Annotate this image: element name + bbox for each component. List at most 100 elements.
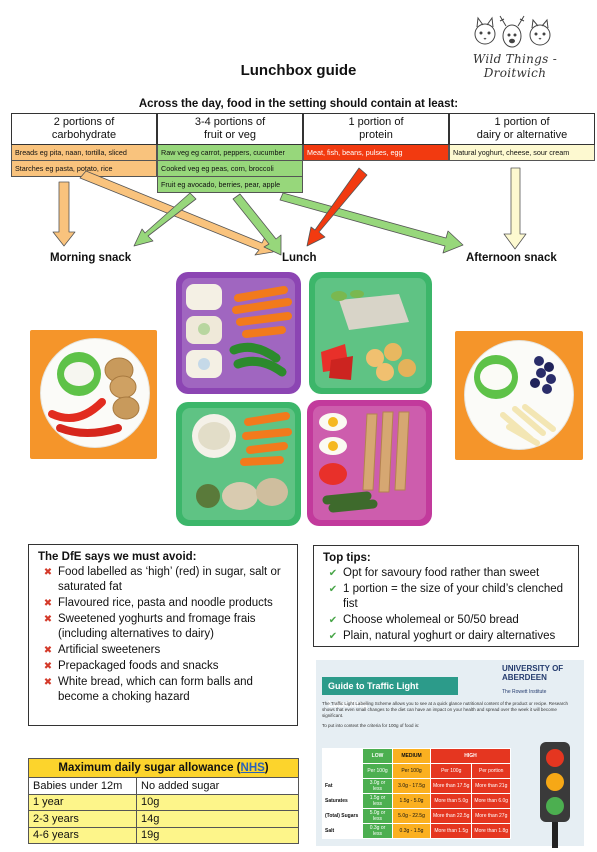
level-low: LOW <box>362 748 393 764</box>
sugar-table-heading: Maximum daily sugar allowance (NHS) <box>28 758 299 778</box>
arrow-veg-to-afternoon <box>279 192 464 254</box>
meal-label-morning: Morning snack <box>50 252 132 264</box>
cross-icon: ✖ <box>43 645 53 656</box>
traffic-light-intro: The Traffic Light Labelling Scheme allow… <box>322 701 569 728</box>
tips-panel: Top tips: ✔ Opt for savoury food rather t… <box>313 545 579 647</box>
avoid-item-text: Flavoured rice, pasta and noodle product… <box>58 597 273 609</box>
university-logo: UNIVERSITY OF ABERDEEN The Rowett Instit… <box>502 664 580 697</box>
level-high: HIGH <box>429 748 512 764</box>
tip-item-text: Plain, natural yoghurt or dairy alternat… <box>343 630 556 642</box>
group-carbohydrate: 2 portions of carbohydrate Breads eg pit… <box>11 113 157 177</box>
tip-item-text: Choose wholemeal or 50/50 bread <box>343 614 519 626</box>
avoid-item-text: Food labelled as ‘high’ (red) in sugar, … <box>58 566 281 593</box>
group-protein: 1 portion of protein Meat, fish, beans, … <box>303 113 449 161</box>
group-heading-line1: 3-4 portions of <box>194 116 266 128</box>
group-heading: 2 portions of carbohydrate <box>11 113 157 145</box>
group-item: Fruit eg avocado, berries, pear, apple <box>157 177 303 193</box>
tip-item: ✔ Choose wholemeal or 50/50 bread <box>323 613 578 628</box>
tip-item: ✔ 1 portion = the size of your child’s cl… <box>323 582 578 612</box>
avoid-heading: The DfE says we must avoid: <box>38 551 197 563</box>
arrow-protein-to-lunch <box>306 167 368 247</box>
traffic-light-title: Guide to Traffic Light Labelling <box>322 677 458 709</box>
avoid-item: ✖ Artificial sweeteners <box>38 643 297 658</box>
tip-item: ✔ Opt for savoury food rather than sweet <box>323 566 578 581</box>
group-heading-line1: 1 portion of <box>348 116 404 128</box>
tip-item-text: Opt for savoury food rather than sweet <box>343 567 540 579</box>
page-title: Lunchbox guide <box>240 62 357 79</box>
avoid-item: ✖Flavoured rice, pasta and noodle produc… <box>38 596 297 611</box>
logo: Wild Things - Droitwich <box>440 10 590 80</box>
amount-cell: 10g <box>136 793 299 811</box>
avoid-item-text: White bread, which can form balls and be… <box>58 676 253 703</box>
institute-name: The Rowett Institute <box>502 689 547 695</box>
animal-faces-icon <box>474 15 551 48</box>
group-item: Natural yoghurt, cheese, sour cream <box>449 145 595 161</box>
avoid-panel: The DfE says we must avoid: ✖ Food labell… <box>28 544 298 726</box>
group-fruit-veg: 3-4 portions of fruit or veg Raw veg eg … <box>157 113 303 193</box>
nhs-link[interactable]: NHS <box>240 762 265 774</box>
traffic-light-icon <box>540 742 570 848</box>
group-heading: 1 portion of protein <box>303 113 449 145</box>
avoid-item: ✖ Food labelled as ‘high’ (red) in sugar,… <box>38 565 297 595</box>
age-cell: 4-6 years <box>28 826 137 844</box>
tips-heading: Top tips: <box>323 552 371 564</box>
amount-cell: No added sugar <box>136 777 299 795</box>
meal-label-afternoon: Afternoon snack <box>466 252 557 264</box>
avoid-item: ✖ White bread, which can form balls and b… <box>38 675 297 705</box>
afternoon-snack-photo <box>455 331 583 460</box>
arrow-dairy-to-afternoon <box>503 167 527 250</box>
group-heading-line2: protein <box>359 129 393 141</box>
group-heading: 3-4 portions of fruit or veg <box>157 113 303 145</box>
table-row: 4-6 years 19g <box>28 826 299 844</box>
avoid-item: ✖ Sweetened yoghurts and fromage frais (i… <box>38 612 297 642</box>
traffic-light-card: Guide to Traffic Light Labelling UNIVERS… <box>316 660 584 848</box>
amount-cell: 14g <box>136 810 299 828</box>
group-heading-line2: dairy or alternative <box>476 129 568 141</box>
group-heading-line2: carbohydrate <box>51 129 117 141</box>
table-row: (Total) Sugars 5.0g or less 5.0g - 22.5g… <box>322 808 512 824</box>
table-row: Fat 3.0g or less 3.0g - 17.5g More than … <box>322 778 512 794</box>
arrow-veg-to-lunch <box>232 193 282 256</box>
check-icon: ✔ <box>328 615 338 626</box>
flow-arrows <box>52 167 527 256</box>
check-icon: ✔ <box>328 631 338 642</box>
table-row: 2-3 years 14g <box>28 810 299 828</box>
avoid-item-text: Artificial sweeteners <box>58 644 161 656</box>
avoid-item-text: Prepackaged foods and snacks <box>58 660 219 672</box>
table-row: 1 year 10g <box>28 793 299 811</box>
tip-item: ✔ Plain, natural yoghurt or dairy alterna… <box>323 629 578 644</box>
sugar-allowance-table: Maximum daily sugar allowance (NHS) Babi… <box>28 758 299 844</box>
group-heading-line1: 1 portion of <box>494 116 550 128</box>
tip-item-text: 1 portion = the size of your child’s cle… <box>343 583 564 610</box>
age-cell: Babies under 12m <box>28 777 137 795</box>
cross-icon: ✖ <box>43 661 53 672</box>
group-item: Meat, fish, beans, pulses, egg <box>303 145 449 161</box>
group-heading-line1: 2 portions of <box>53 116 115 128</box>
traffic-light-table: LOW MEDIUM HIGH Per 100g Per 100g Per 10… <box>322 748 512 839</box>
group-item: Cooked veg eg peas, corn, broccoli <box>157 161 303 177</box>
university-name: UNIVERSITY OF ABERDEEN <box>502 664 564 682</box>
amount-cell: 19g <box>136 826 299 844</box>
cross-icon: ✖ <box>43 614 53 625</box>
age-cell: 1 year <box>28 793 137 811</box>
age-cell: 2-3 years <box>28 810 137 828</box>
check-icon: ✔ <box>328 584 338 595</box>
check-icon: ✔ <box>328 568 338 579</box>
table-row: Babies under 12m No added sugar <box>28 777 299 795</box>
cross-icon: ✖ <box>43 567 53 578</box>
cross-icon: ✖ <box>43 677 53 688</box>
group-heading-line2: fruit or veg <box>204 129 256 141</box>
level-medium: MEDIUM <box>392 748 431 764</box>
group-heading: 1 portion of dairy or alternative <box>449 113 595 145</box>
arrow-veg-to-morning <box>133 192 197 247</box>
group-item: Breads eg pita, naan, tortilla, sliced <box>11 145 157 161</box>
arrow-carb-to-morning <box>52 181 76 247</box>
group-dairy: 1 portion of dairy or alternative Natura… <box>449 113 595 161</box>
group-item: Raw veg eg carrot, peppers, cucumber <box>157 145 303 161</box>
avoid-item-text: Sweetened yoghurts and fromage frais (in… <box>58 613 256 640</box>
logo-text: Wild Things - Droitwich <box>472 52 558 80</box>
food-groups-table: 2 portions of carbohydrate Breads eg pit… <box>11 113 595 193</box>
table-row: Salt 0.3g or less 0.3g - 1.5g More than … <box>322 823 512 839</box>
page-subtitle: Across the day, food in the setting shou… <box>138 98 459 110</box>
morning-snack-photo <box>30 330 157 459</box>
